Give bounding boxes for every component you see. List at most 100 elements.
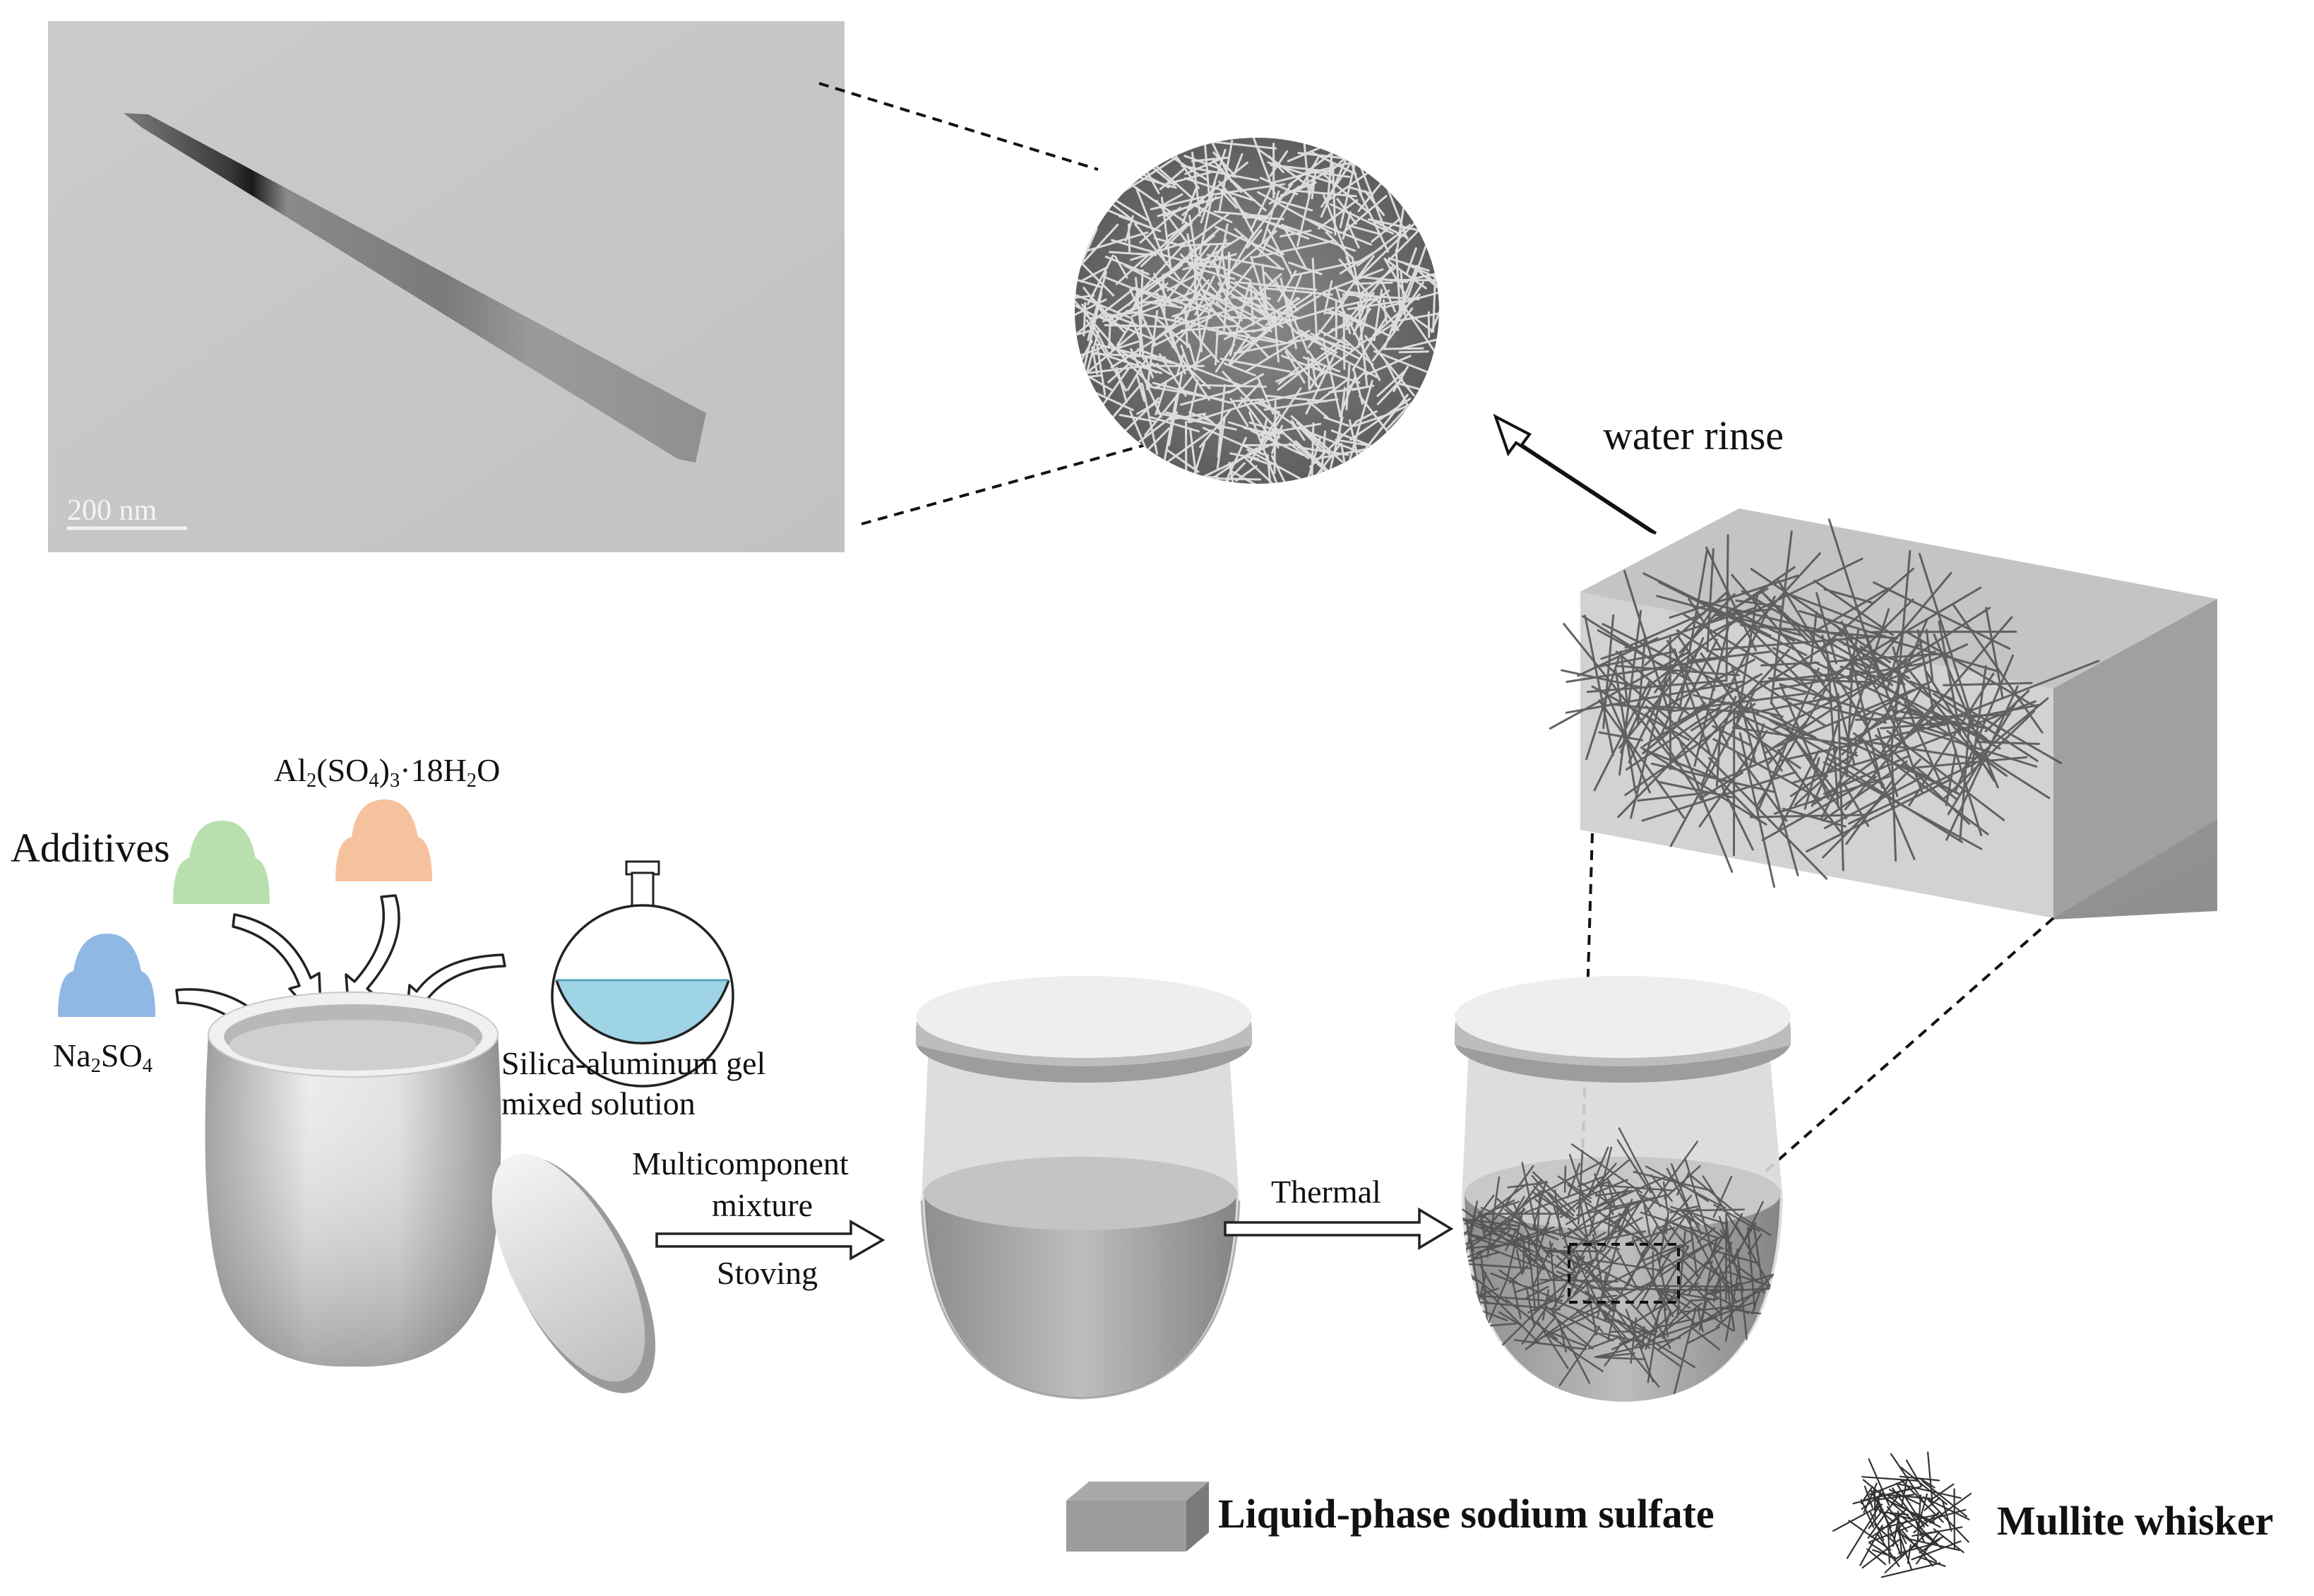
cup-fiber (1611, 1194, 1666, 1211)
sem-fiber (1392, 312, 1439, 323)
legend-fiber (1899, 1466, 1948, 1506)
sem-fiber (1150, 416, 1200, 433)
cup-fiber (1534, 1198, 1553, 1215)
block-fiber (1602, 614, 1615, 729)
legend-fiber (1886, 1507, 1909, 1527)
cup-fiber (1594, 1190, 1633, 1197)
cup-fiber (1462, 1216, 1536, 1253)
sem-fiber (1341, 337, 1374, 366)
sem-fiber (1136, 375, 1145, 402)
sem-fiber (1115, 254, 1150, 285)
block-fiber (1809, 587, 1890, 635)
block-fiber (1736, 754, 1788, 822)
cup-fiber (1604, 1246, 1651, 1321)
sem-fiber (1232, 153, 1244, 178)
sem-fiber (1323, 280, 1333, 315)
sem-fiber (1162, 273, 1166, 316)
sem-fiber (1395, 249, 1402, 318)
cup-fiber (1488, 1322, 1517, 1327)
cup-fiber (1618, 1213, 1658, 1251)
sem-fiber (1292, 424, 1368, 456)
sem-fiber (1351, 256, 1364, 311)
cup-fiber (1539, 1304, 1594, 1350)
sem-fiber (1296, 176, 1315, 247)
sem-fiber (1286, 302, 1309, 354)
cup-fiber (1676, 1230, 1686, 1318)
block-fiber (1764, 680, 1876, 754)
legend-fiber (1901, 1530, 1934, 1567)
cup-fiber (1609, 1200, 1644, 1227)
sem-fiber (1221, 287, 1284, 328)
cup-fiber (1587, 1176, 1666, 1213)
sem-fiber (1136, 400, 1159, 415)
cup-fiber (1690, 1298, 1719, 1302)
legend-fiber (1859, 1525, 1883, 1566)
block-fiber (1703, 588, 1769, 627)
block-fiber (1873, 581, 2011, 650)
cup-fiber (1588, 1146, 1609, 1193)
sem-fiber (1210, 436, 1247, 484)
cup-fiber (1566, 1162, 1581, 1199)
sem-fiber (1308, 364, 1327, 391)
sem-fiber (1294, 440, 1356, 484)
sem-fiber (1396, 382, 1423, 391)
block-fiber (1641, 770, 1797, 822)
cup-fiber (1657, 1288, 1698, 1326)
block-fiber (1708, 757, 1828, 880)
legend-fiber (1909, 1538, 1960, 1552)
cup-fiber (1589, 1217, 1643, 1247)
sem-fiber (1352, 316, 1388, 371)
block-fiber (1810, 611, 1818, 665)
cup-fiber (1704, 1271, 1782, 1297)
block-fiber (1761, 775, 1878, 842)
legend-fiber (1868, 1508, 1884, 1530)
legend-fiber (1868, 1525, 1913, 1543)
cup-fiber (1591, 1258, 1664, 1272)
sem-fiber (1349, 225, 1383, 236)
block-fiber (1823, 588, 1874, 605)
block-fiber (1963, 697, 2049, 769)
sem-fiber (1275, 362, 1319, 383)
cup-fiber (1618, 1330, 1652, 1345)
block-fiber (1699, 771, 1743, 800)
sem-fiber (1265, 395, 1328, 403)
sem-fiber (1251, 138, 1276, 195)
sem-fiber (1075, 345, 1107, 364)
sem-fiber (1155, 381, 1167, 416)
stoving-arrow (655, 1219, 885, 1261)
cup-fiber (1664, 1165, 1701, 1200)
sem-fiber (1263, 272, 1299, 311)
sem-micrograph (1075, 138, 1439, 484)
sem-fiber (1320, 347, 1379, 379)
block-fiber (1644, 590, 1729, 667)
sem-fiber (1228, 461, 1236, 484)
sem-fiber (1299, 436, 1322, 484)
sem-fiber (1095, 314, 1152, 340)
sem-fiber (1258, 422, 1322, 436)
sem-fiber (1135, 297, 1213, 304)
sem-fiber (1240, 396, 1280, 449)
cup-fiber (1668, 1224, 1689, 1249)
sem-fiber (1318, 338, 1369, 378)
sem-fiber (1268, 166, 1336, 205)
sem-fiber (1119, 414, 1156, 423)
sem-fiber (1295, 189, 1357, 198)
block-fiber (1815, 592, 1837, 665)
sem-fiber (1188, 215, 1200, 270)
sem-fiber (1242, 455, 1294, 484)
block-fiber (1616, 665, 1741, 677)
cup-fiber (1498, 1269, 1520, 1286)
cup-fiber (1656, 1251, 1669, 1304)
legend-fiber (1900, 1475, 1909, 1508)
cup-fiber (1657, 1234, 1725, 1273)
sem-fiber (1397, 281, 1424, 320)
block-fiber (1637, 790, 1717, 802)
cup-fiber (1534, 1194, 1541, 1263)
block-fiber (1683, 613, 1832, 703)
cup-fiber (1477, 1210, 1544, 1263)
sem-fiber (1167, 222, 1193, 237)
al-sulfate-pile (335, 799, 432, 881)
cup-fiber (1505, 1299, 1558, 1340)
sem-fiber (1250, 187, 1272, 232)
